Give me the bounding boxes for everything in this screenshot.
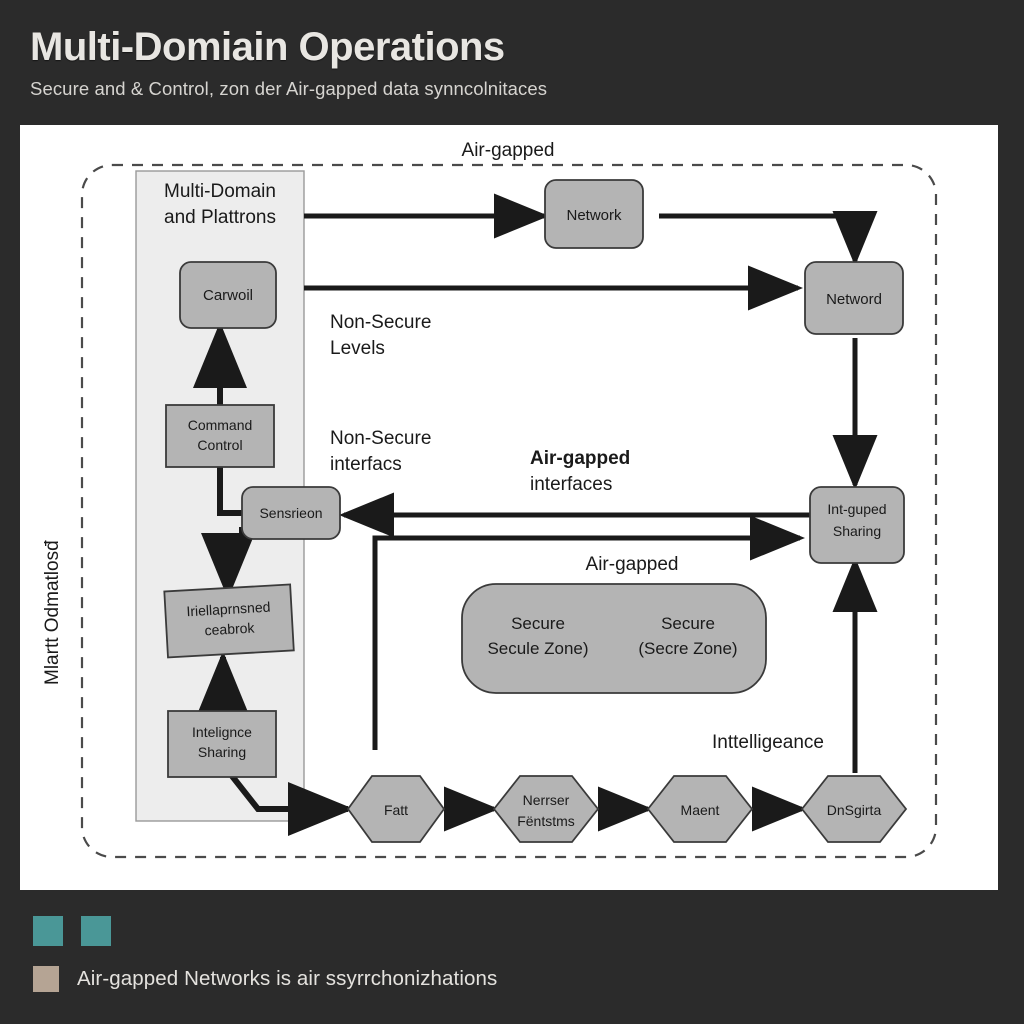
pipeline-hex-2[interactable]: Nerrser Fëntstms xyxy=(492,775,600,843)
node-carwoil[interactable]: Carwoil xyxy=(179,261,277,329)
node-intgaped-sharing[interactable]: Int-guped Sharing xyxy=(809,486,905,564)
secure-zone-right-line2: (Secre Zone) xyxy=(638,639,737,658)
node-intel-network-label-1: Iriellaprnsned xyxy=(186,599,271,620)
page-title: Multi-Domiain Operations xyxy=(30,25,505,69)
node-command-control-label-1: Command xyxy=(188,417,253,433)
annotation-non-secure-levels-line2: Levels xyxy=(330,338,385,359)
node-intel-network[interactable]: Iriellaprnsned ceabrok xyxy=(163,583,295,659)
secure-zone-left-line2: Secule Zone) xyxy=(487,639,588,658)
diagram-canvas: Air-gapped Mlartt Odmatlosđ Multi-Domain… xyxy=(20,125,998,890)
legend-item-air-gapped: Air-gapped Networks is air ssyrrchonizha… xyxy=(33,966,497,992)
air-gapped-top-label: Air-gapped xyxy=(462,140,555,161)
header: Multi-Domiain Operations Secure and & Co… xyxy=(30,26,990,100)
node-carwoil-label: Carwoil xyxy=(203,287,253,304)
node-intelligence-sharing-label-1: Intelignce xyxy=(192,724,252,740)
annotation-non-secure-levels-line1: Non-Secure xyxy=(330,312,431,333)
swatch-teal-2-icon xyxy=(81,916,111,946)
annotation-non-secure-interfaces-line2: interfacs xyxy=(330,454,402,475)
node-intgaped-sharing-label-1: Int-guped xyxy=(827,501,886,517)
pipeline-hex-1-label: Fatt xyxy=(384,802,408,818)
node-intelligence-sharing[interactable]: Intelignce Sharing xyxy=(167,710,277,778)
annotation-air-gapped-interfaces-line2: interfaces xyxy=(530,474,612,495)
pipeline-hex-2-label-2: Fëntstms xyxy=(517,813,575,829)
node-command-control-label-2: Control xyxy=(197,437,242,453)
secure-zone-right-line1: Secure xyxy=(661,614,715,633)
pipeline-hex-4[interactable]: DnSgirta xyxy=(800,775,908,843)
swatch-teal-1-icon xyxy=(33,916,63,946)
secure-zone-capsule[interactable]: Secure Secule Zone) Secure (Secre Zone) xyxy=(461,583,767,694)
node-intgaped-sharing-label-2: Sharing xyxy=(833,523,881,539)
left-rotated-label: Mlartt Odmatlosđ xyxy=(42,540,63,685)
edge-bracket-to-sharing xyxy=(372,515,805,750)
annotation-non-secure-levels: Non-Secure Levels xyxy=(330,312,431,359)
annotation-non-secure-interfaces: Non-Secure interfacs xyxy=(330,428,431,475)
annotation-intelligence: Inttelligeance xyxy=(712,732,824,753)
legend: Air-gapped Networks is air ssyrrchonizha… xyxy=(0,898,1024,1024)
edge-intelsharing-to-hex1 xyxy=(229,774,354,836)
node-network-top-label: Network xyxy=(566,207,622,224)
swatch-tan-icon xyxy=(33,966,59,992)
pipeline-hex-2-label-1: Nerrser xyxy=(523,792,570,808)
legend-item-label: Air-gapped Networks is air ssyrrchonizha… xyxy=(77,967,498,990)
annotation-air-gapped-interfaces: Air-gapped interfaces xyxy=(530,448,630,495)
annotation-air-gapped-interfaces-line1: Air-gapped xyxy=(530,448,630,469)
node-command-control[interactable]: Command Control xyxy=(165,404,275,468)
panel-title-line1: Multi-Domain xyxy=(164,181,276,202)
secure-zone-caption: Air-gapped xyxy=(586,554,679,575)
node-intelligence-sharing-label-2: Sharing xyxy=(198,744,246,760)
pipeline-hex-3-label: Maent xyxy=(681,802,720,818)
annotation-non-secure-interfaces-line1: Non-Secure xyxy=(330,428,431,449)
node-network-top[interactable]: Network xyxy=(544,179,644,249)
edge-network-top-to-network-right xyxy=(659,211,878,266)
pipeline-hex-1[interactable]: Fatt xyxy=(346,775,446,843)
secure-zone-left-line1: Secure xyxy=(511,614,565,633)
legend-swatch-row-top xyxy=(33,916,111,946)
page-subtitle: Secure and & Control, zon der Air-gapped… xyxy=(30,78,548,99)
pipeline-hex-3[interactable]: Maent xyxy=(646,775,754,843)
edge-command-to-sensor xyxy=(217,452,242,516)
node-sensor[interactable]: Sensrieon xyxy=(241,486,341,540)
node-sensor-label: Sensrieon xyxy=(259,505,322,521)
edge-sensor-to-intel xyxy=(201,527,255,599)
node-intel-network-label-2: ceabrok xyxy=(204,619,256,638)
panel-title-line2: and Plattrons xyxy=(164,207,276,228)
node-network-right-label: Netword xyxy=(826,291,882,308)
pipeline-hex-4-label: DnSgirta xyxy=(827,802,882,818)
node-network-right[interactable]: Netword xyxy=(804,261,904,335)
